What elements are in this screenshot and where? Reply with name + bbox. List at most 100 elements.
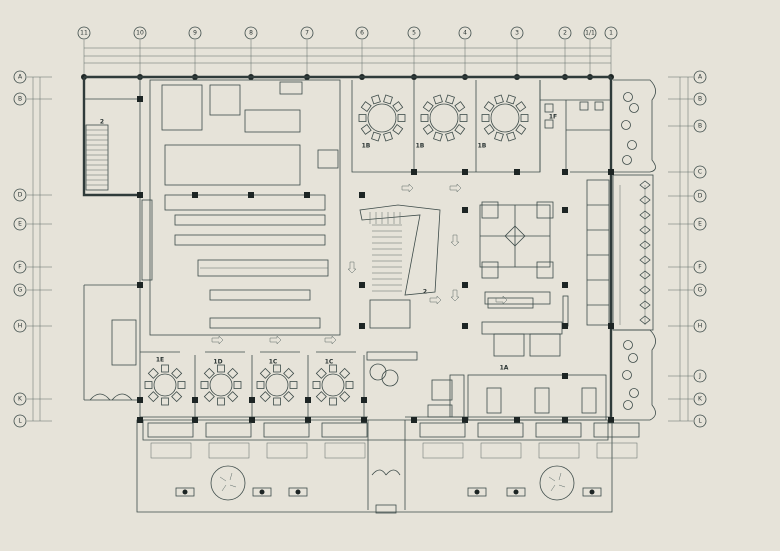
column	[361, 417, 367, 423]
lamp	[182, 489, 188, 495]
table-top	[265, 373, 289, 397]
window-post	[639, 210, 651, 220]
chair	[494, 94, 504, 105]
chair	[273, 397, 281, 406]
axis-bubble	[77, 26, 91, 40]
clock-face	[210, 465, 246, 501]
axis-bubble	[13, 260, 27, 274]
table-top	[429, 103, 459, 133]
axis-label: G	[18, 287, 23, 294]
chair	[339, 391, 351, 403]
axis-bubble	[693, 189, 707, 203]
axis-bubble	[13, 283, 27, 297]
chair	[256, 381, 265, 389]
chair	[371, 131, 381, 142]
axis-bubble	[693, 92, 707, 106]
right-dimension-lines	[679, 77, 689, 421]
column	[192, 397, 198, 403]
column	[514, 417, 520, 423]
axis-label: 1	[609, 30, 613, 37]
room-label-1d: 1D	[213, 359, 222, 366]
axis-bubble	[693, 260, 707, 274]
chair	[383, 94, 393, 105]
window-post	[639, 270, 651, 280]
column	[462, 169, 468, 175]
room-label-1b: 1B	[416, 143, 425, 150]
floor-lamp	[175, 487, 195, 497]
window-post	[639, 225, 651, 235]
chair	[422, 101, 434, 112]
axis-bubble	[510, 26, 524, 40]
sofa-booth	[419, 422, 466, 459]
axis-label: A	[18, 74, 23, 81]
floor-lamp	[252, 487, 272, 497]
sofa	[477, 422, 524, 438]
chair	[144, 381, 153, 389]
chair	[259, 391, 271, 403]
column	[562, 417, 568, 423]
axis-label: 7	[305, 30, 309, 37]
axis-label: D	[698, 193, 703, 200]
round-table	[256, 364, 298, 406]
exterior-walls	[82, 75, 613, 514]
chair	[420, 114, 429, 122]
chair	[233, 381, 242, 389]
arrow-icon	[211, 335, 224, 345]
lamp	[474, 489, 480, 495]
square-table	[481, 201, 499, 219]
axis-label: B	[698, 96, 702, 103]
arrow-icon	[450, 289, 460, 302]
chair	[227, 367, 239, 379]
column	[137, 192, 143, 198]
chair	[283, 367, 295, 379]
sofa	[147, 422, 194, 438]
chair	[200, 381, 209, 389]
column	[462, 207, 468, 213]
axis-label: D	[18, 192, 23, 199]
axis-label: J	[698, 373, 701, 380]
axis-label: C	[698, 169, 702, 176]
round-table	[358, 94, 406, 142]
chair	[515, 124, 527, 135]
lamp-base	[467, 487, 487, 497]
square-table	[481, 261, 499, 279]
chair	[358, 114, 367, 122]
axis-label: 8	[249, 30, 253, 37]
partition	[422, 442, 464, 459]
chair	[147, 367, 159, 379]
arrow-icon	[450, 234, 460, 247]
window-post	[639, 195, 651, 205]
axis-label: A	[698, 74, 703, 81]
column	[514, 169, 520, 175]
chair	[445, 131, 455, 142]
plant-icon	[623, 400, 633, 410]
sofa	[205, 422, 252, 438]
window-post	[639, 180, 651, 190]
chair	[483, 124, 495, 135]
sofa-booth	[205, 422, 252, 459]
chair	[494, 131, 504, 142]
lamp-base	[288, 487, 308, 497]
round-table	[144, 364, 186, 406]
axis-label: K	[18, 396, 23, 403]
column	[249, 397, 255, 403]
table-top	[536, 261, 554, 279]
sofa	[263, 422, 310, 438]
room-label-1a: 1A	[500, 365, 509, 372]
chair	[161, 364, 169, 373]
window-post	[639, 315, 651, 325]
chair	[360, 101, 372, 112]
axis-bubble	[458, 26, 472, 40]
axis-label: 4	[463, 30, 467, 37]
chair	[515, 101, 527, 112]
column	[359, 323, 365, 329]
floor-lamp	[582, 487, 602, 497]
arrow-icon	[429, 295, 442, 305]
table-top	[209, 373, 233, 397]
square-table	[536, 261, 554, 279]
chair	[454, 101, 466, 112]
lamp-base	[175, 487, 195, 497]
axis-label: L	[18, 418, 22, 425]
left-dimension-lines	[32, 77, 41, 421]
clock-marks	[219, 472, 237, 492]
